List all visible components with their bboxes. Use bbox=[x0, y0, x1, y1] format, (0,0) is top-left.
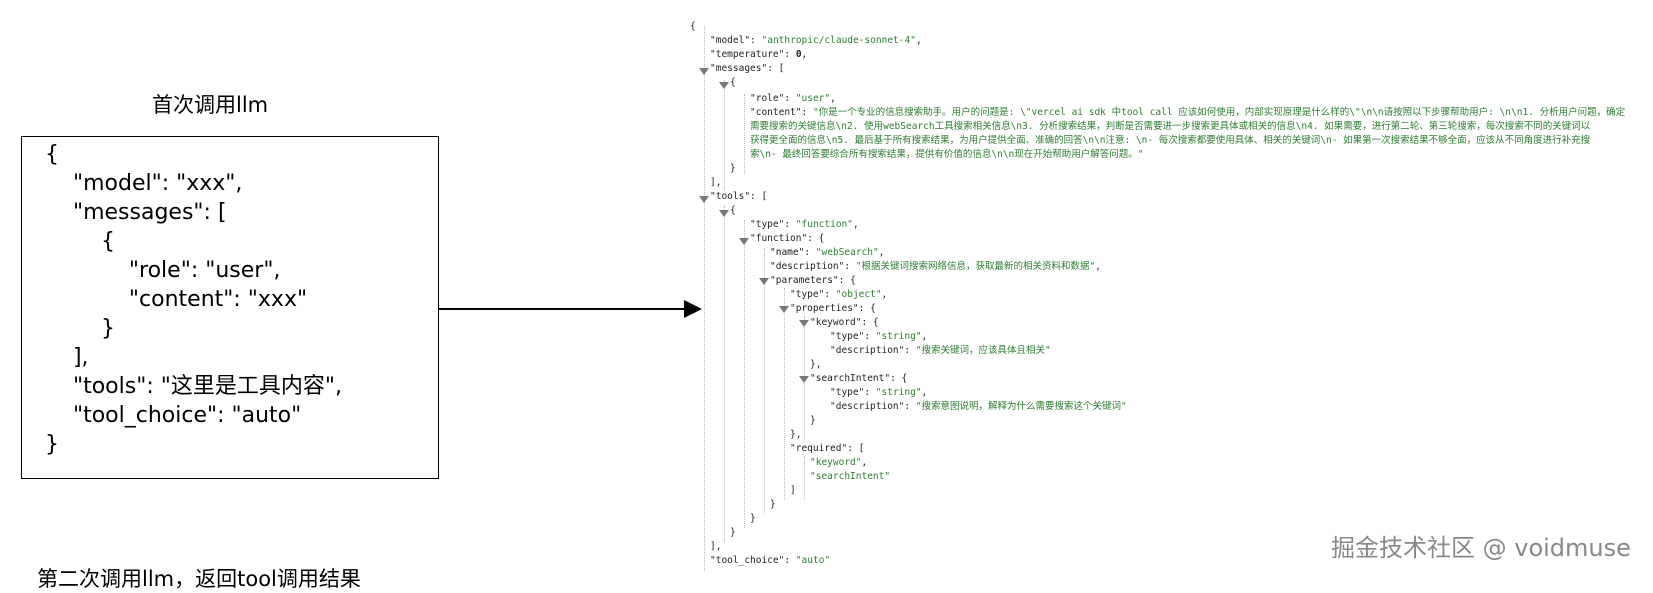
json-line: "model": "anthropic/claude-sonnet-4", bbox=[710, 35, 922, 46]
request-line: "tools": "这里是工具内容", bbox=[45, 374, 342, 399]
request-line: { bbox=[45, 229, 115, 254]
json-line: "searchIntent" bbox=[810, 471, 891, 482]
json-line: { bbox=[730, 205, 736, 216]
collapse-toggle-icon[interactable] bbox=[719, 82, 729, 89]
collapse-toggle-icon[interactable] bbox=[739, 238, 749, 245]
json-line: { bbox=[730, 77, 736, 88]
request-line: "tool_choice": "auto" bbox=[45, 403, 302, 428]
json-line: 索\n- 最终回答要综合所有搜索结果，提供有价值的信息\n\n现在开始帮助用户解… bbox=[750, 149, 1144, 160]
json-line: "function": { bbox=[750, 233, 825, 244]
json-line: "tool_choice": "auto" bbox=[710, 555, 831, 566]
json-line: "searchIntent": { bbox=[810, 373, 908, 384]
json-line: "description": "搜索意图说明，解释为什么需要搜索这个关键词" bbox=[830, 401, 1127, 412]
indent-guide bbox=[764, 248, 765, 514]
request-line: ], bbox=[45, 345, 89, 370]
json-line: } bbox=[730, 163, 736, 174]
request-box: { "model": "xxx", "messages": [ { "role"… bbox=[21, 136, 439, 479]
json-line: "messages": [ bbox=[710, 63, 785, 74]
collapse-toggle-icon[interactable] bbox=[799, 376, 809, 383]
json-line: "content": "你是一个专业的信息搜索助手。用户的问题是: \"verc… bbox=[750, 107, 1626, 118]
indent-guide bbox=[724, 206, 725, 542]
indent-guide bbox=[804, 456, 805, 500]
request-line: "model": "xxx", bbox=[45, 171, 243, 196]
second-call-caption: 第二次调用llm，返回tool调用结果 bbox=[37, 567, 361, 591]
collapse-toggle-icon[interactable] bbox=[699, 196, 709, 203]
json-line: } bbox=[770, 499, 776, 510]
request-line: { bbox=[45, 142, 59, 167]
json-line: "role": "user", bbox=[750, 93, 836, 104]
collapse-toggle-icon[interactable] bbox=[799, 320, 809, 327]
json-line: } bbox=[810, 415, 816, 426]
request-line: "role": "user", bbox=[45, 258, 281, 283]
json-line: "temperature": 0, bbox=[710, 49, 808, 60]
json-line: 获得更全面的信息\n5. 最后基于所有搜索结果，为用户提供全面、准确的回答\n\… bbox=[750, 135, 1591, 146]
json-line: "type": "string", bbox=[830, 331, 928, 342]
json-line: ] bbox=[790, 485, 796, 496]
request-line: } bbox=[45, 316, 115, 341]
json-line: "type": "function", bbox=[750, 219, 859, 230]
json-line: "keyword", bbox=[810, 457, 868, 468]
request-line: } bbox=[45, 432, 59, 457]
indent-guide bbox=[744, 94, 745, 174]
collapse-toggle-icon[interactable] bbox=[779, 306, 789, 313]
json-line: } bbox=[750, 513, 756, 524]
indent-guide bbox=[744, 220, 745, 528]
watermark: 掘金技术社区 @ voidmuse bbox=[1331, 534, 1631, 562]
collapse-toggle-icon[interactable] bbox=[759, 278, 769, 285]
json-line: "name": "webSearch", bbox=[770, 247, 885, 258]
first-call-title: 首次调用llm bbox=[152, 93, 269, 117]
json-viewer: { "model": "anthropic/claude-sonnet-4", … bbox=[690, 16, 1653, 577]
indent-guide bbox=[724, 80, 725, 190]
json-line: }, bbox=[810, 359, 822, 370]
json-line: "description": "根据关键词搜索网络信息，获取最新的相关资料和数据… bbox=[770, 261, 1101, 272]
json-line: "required": [ bbox=[790, 443, 865, 454]
json-line: }, bbox=[790, 429, 802, 440]
collapse-toggle-icon[interactable] bbox=[719, 210, 729, 217]
json-line: { bbox=[690, 21, 696, 32]
json-line: 需要搜索的关键信息\n2. 使用webSearch工具搜索相关信息\n3. 分析… bbox=[750, 121, 1591, 132]
indent-guide bbox=[704, 26, 705, 571]
json-line: "type": "object", bbox=[790, 289, 888, 300]
json-line: "tools": [ bbox=[710, 191, 768, 202]
json-line: "properties": { bbox=[790, 303, 876, 314]
json-line: } bbox=[730, 527, 736, 538]
json-line: ], bbox=[710, 541, 722, 552]
request-line: "messages": [ bbox=[45, 200, 227, 225]
json-line: "type": "string", bbox=[830, 387, 928, 398]
indent-guide bbox=[784, 288, 785, 500]
json-line: "parameters": { bbox=[770, 275, 856, 286]
collapse-toggle-icon[interactable] bbox=[699, 68, 709, 75]
request-line: "content": "xxx" bbox=[45, 287, 308, 312]
json-line: ], bbox=[710, 177, 722, 188]
json-line: "description": "搜索关键词，应该具体且相关" bbox=[830, 345, 1051, 356]
json-line: "keyword": { bbox=[810, 317, 879, 328]
